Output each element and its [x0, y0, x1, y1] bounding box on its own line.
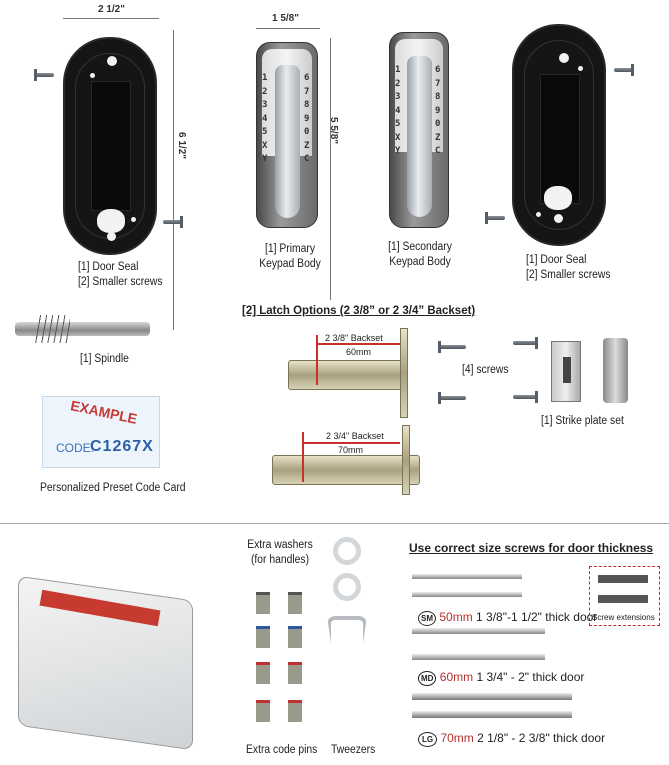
- washer-icon: [333, 537, 361, 565]
- size-mm: 50mm: [439, 610, 473, 624]
- height-dimension: 5 5/8": [327, 117, 339, 144]
- label: Keypad Body: [259, 258, 321, 270]
- label: [1] Strike plate set: [541, 415, 624, 427]
- height-dimension-line: [330, 38, 331, 300]
- strike-box: [603, 338, 628, 403]
- divider: [0, 523, 669, 524]
- label: [1] Door Seal: [526, 254, 587, 266]
- section-title: [2] Latch Options (2 3/8” or 2 3/4” Back…: [242, 305, 476, 317]
- screw-icon: [163, 216, 183, 228]
- size-mm: 60mm: [439, 670, 474, 684]
- keypad-keys-left: 1 2 3 4 5 X Y: [262, 73, 268, 165]
- width-dimension-line: [256, 28, 320, 29]
- label: Keypad Body: [389, 256, 451, 268]
- size-badge: LG: [418, 732, 438, 747]
- label: [1] Spindle: [80, 353, 129, 365]
- backset-label: 2 3/4" Backset: [326, 431, 384, 441]
- screw-icon: [513, 391, 538, 403]
- height-dimension-line: [173, 30, 174, 330]
- screw-icon: [485, 212, 505, 224]
- size-desc: 1 3/8"-1 1/2" thick door: [476, 610, 598, 624]
- extensions-label: Screw extensions: [592, 613, 655, 622]
- keypad-keys-right: 6 7 8 9 0 Z C: [304, 73, 310, 165]
- screw-icon: [438, 392, 466, 404]
- width-dimension: 1 5/8": [272, 13, 299, 24]
- size-row-sm: SM 50mm 1 3/8"-1 1/2" thick door: [418, 610, 597, 626]
- washer-icon: [333, 573, 361, 601]
- label: Personalized Preset Code Card: [40, 482, 186, 494]
- backset-mm: 60mm: [346, 347, 372, 357]
- label: [1] Primary: [264, 243, 316, 255]
- tweezers-icon: [327, 616, 367, 726]
- screw-icon: [513, 337, 538, 349]
- label: [4] screws: [462, 364, 509, 376]
- strike-hole: [563, 357, 571, 383]
- screw-icon: [438, 341, 466, 353]
- size-desc: 2 1/8" - 2 3/8" thick door: [477, 731, 606, 745]
- label: [2] Smaller screws: [526, 269, 611, 281]
- label: (for handles): [250, 554, 310, 566]
- screw-icon: [614, 64, 634, 76]
- spring-icon: [35, 315, 70, 343]
- label: Tweezers: [331, 744, 376, 756]
- code-label: CODE:: [56, 441, 95, 455]
- keypad-keys-left: 1 2 3 4 5 X Y: [395, 65, 401, 157]
- label: [1] Door Seal: [78, 261, 139, 273]
- size-desc: 1 3/4" - 2" thick door: [476, 670, 585, 684]
- screw-icon: [34, 69, 54, 81]
- section-title: Use correct size screws for door thickne…: [409, 541, 654, 555]
- code-value: C1267X: [90, 438, 154, 455]
- label: [1] Secondary: [388, 241, 452, 253]
- size-mm: 70mm: [440, 731, 474, 745]
- size-row-lg: LG 70mm 2 1/8" - 2 3/8" thick door: [418, 731, 605, 747]
- label: Extra washers: [247, 539, 313, 551]
- width-dimension-line: [63, 18, 159, 19]
- backset-label: 2 3/8" Backset: [325, 333, 383, 343]
- size-badge: MD: [418, 671, 437, 686]
- size-badge: SM: [418, 611, 436, 626]
- screw-extensions-box: Screw extensions: [589, 566, 660, 626]
- height-dimension: 6 1/2": [175, 132, 187, 159]
- label: Extra code pins: [246, 744, 318, 756]
- keypad-keys-right: 6 7 8 9 0 Z C: [435, 65, 441, 157]
- width-dimension: 2 1/2": [98, 4, 125, 15]
- size-row-md: MD 60mm 1 3/4" - 2" thick door: [418, 670, 584, 686]
- label: [2] Smaller screws: [78, 276, 163, 288]
- backset-mm: 70mm: [338, 445, 364, 455]
